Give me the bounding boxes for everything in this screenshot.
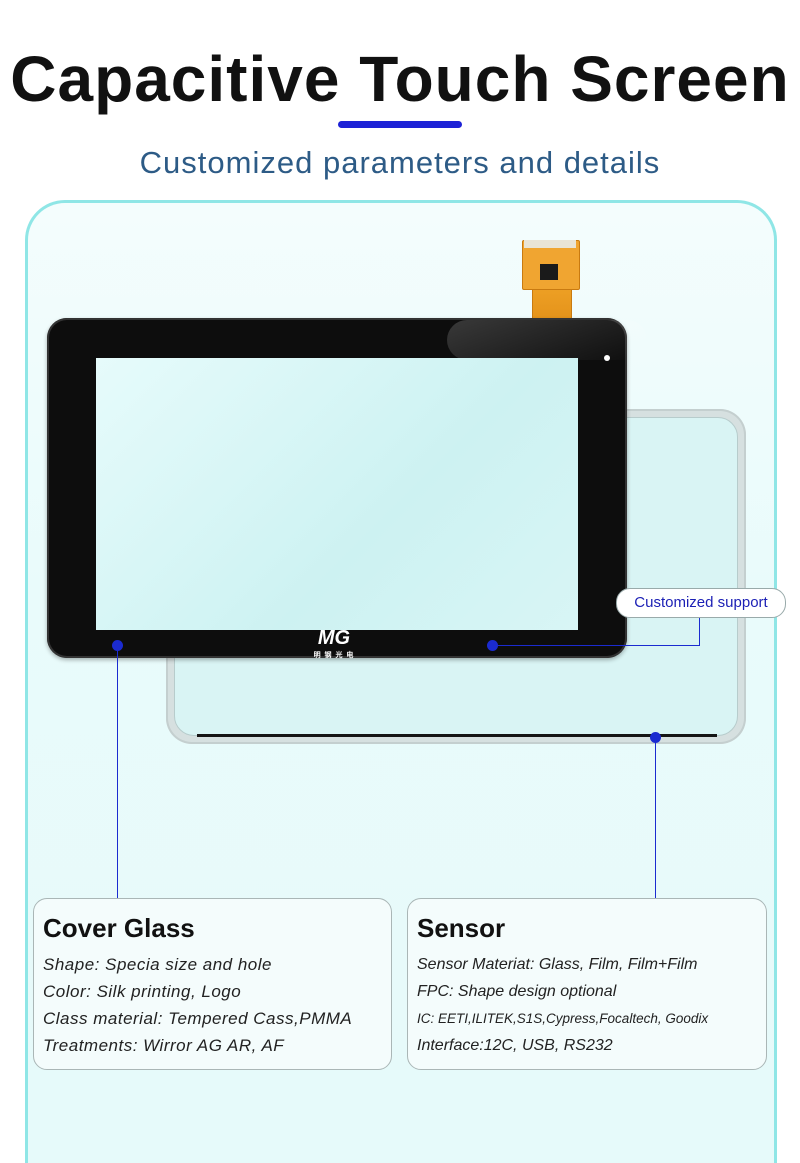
spec-line: Color: Silk printing, Logo xyxy=(43,982,242,1001)
spec-line: Class material: Tempered Cass,PMMA xyxy=(43,1009,353,1028)
spec-line: IC: EETI,ILITEK,S1S,Cypress,Focaltech, G… xyxy=(417,1011,709,1026)
cover-glass-marker-dot xyxy=(112,640,123,651)
spec-line: Sensor Materiat: Glass, Film, Film+Film xyxy=(417,956,698,973)
cover-glass-card: Cover Glass Shape: Specia size and hole … xyxy=(33,898,392,1070)
support-connector-v xyxy=(699,616,700,646)
customized-support-badge: Customized support xyxy=(616,588,786,618)
cover-glass-specs: Shape: Specia size and hole Color: Silk … xyxy=(43,951,387,1059)
cover-glass-connector-line xyxy=(117,645,118,898)
title-underline xyxy=(338,121,462,128)
brand-logo: MG 明 钢 光 电 xyxy=(299,627,369,659)
spec-line: FPC: Shape design optional xyxy=(417,983,617,1000)
cover-glass-image: MG 明 钢 光 电 xyxy=(47,318,647,659)
viewing-area xyxy=(96,358,578,630)
sensor-edge-line xyxy=(197,734,717,737)
page-subtitle: Customized parameters and details xyxy=(139,145,661,180)
logo-text: MG xyxy=(317,627,351,649)
sensor-connector-line xyxy=(655,738,656,898)
glass-reflection xyxy=(447,320,647,360)
cover-glass-title: Cover Glass xyxy=(43,913,195,943)
fpc-contacts xyxy=(524,240,576,248)
fpc-ic-chip xyxy=(540,264,558,280)
spec-line: Interface:12C, USB, RS232 xyxy=(417,1037,613,1054)
spec-line: Shape: Specia size and hole xyxy=(43,955,272,974)
sensor-title: Sensor xyxy=(417,913,506,943)
camera-hole xyxy=(604,355,610,361)
logo-subtext: 明 钢 光 电 xyxy=(313,652,355,659)
sensor-specs: Sensor Materiat: Glass, Film, Film+Film … xyxy=(417,951,762,1059)
page-title: Capacitive Touch Screen xyxy=(10,43,790,115)
spec-line: Treatments: Wirror AG AR, AF xyxy=(43,1036,285,1055)
support-connector-h xyxy=(493,645,700,646)
sensor-marker-dot xyxy=(650,732,661,743)
support-marker-dot xyxy=(487,640,498,651)
sensor-card: Sensor Sensor Materiat: Glass, Film, Fil… xyxy=(407,898,767,1070)
